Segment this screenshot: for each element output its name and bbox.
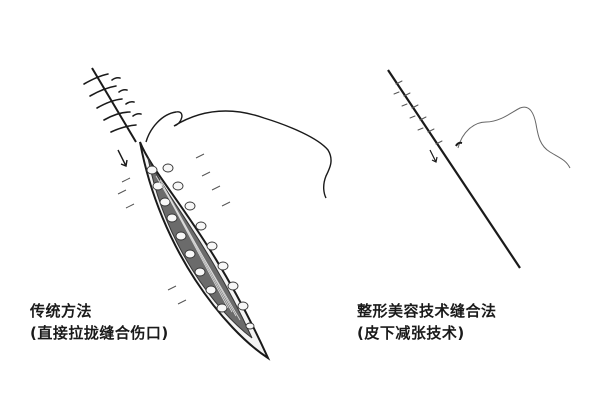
cosmetic-method-title: 整形美容技术缝合法 <box>357 302 497 320</box>
fat-lobules <box>146 163 255 330</box>
suture-thread <box>145 110 332 199</box>
traditional-method-subtitle: (直接拉拢缝合伤口) <box>30 324 169 342</box>
incision-line-upper <box>91 67 137 143</box>
traditional-suture-illustration <box>83 67 332 361</box>
traditional-method-caption: 传统方法 (直接拉拢缝合伤口) <box>30 300 169 344</box>
direction-arrow-right <box>429 149 438 163</box>
direction-arrow <box>117 149 128 167</box>
cosmetic-method-subtitle: (皮下减张技术) <box>357 324 465 342</box>
closed-incision-line <box>387 69 521 269</box>
fine-suture-thread <box>457 106 571 169</box>
subcuticular-stitches <box>393 80 443 145</box>
interrupted-stitches <box>83 73 142 133</box>
needle-icon <box>455 141 463 147</box>
traditional-method-title: 传统方法 <box>30 302 93 320</box>
skin-tension-marks <box>117 153 231 305</box>
muscle-fibres <box>155 175 241 321</box>
wound-inner-tissue <box>147 157 253 339</box>
cosmetic-method-caption: 整形美容技术缝合法 (皮下减张技术) <box>357 300 497 344</box>
cosmetic-suture-illustration <box>387 69 571 269</box>
